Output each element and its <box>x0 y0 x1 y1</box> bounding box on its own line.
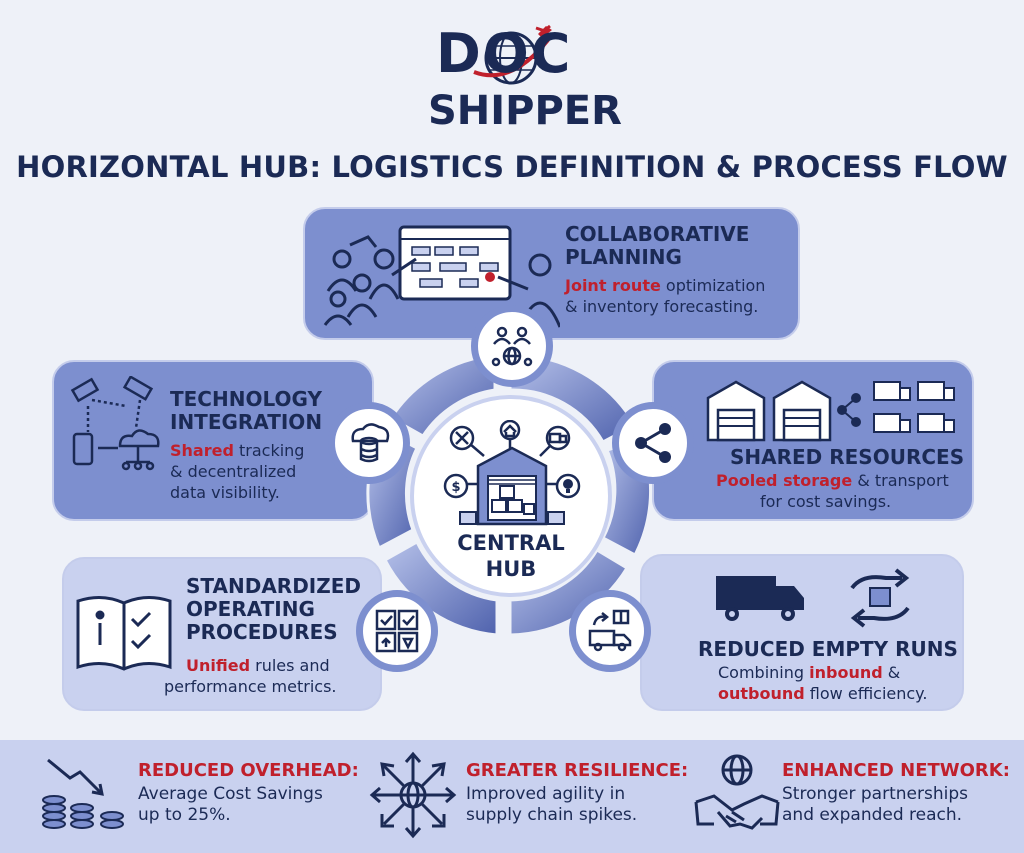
procedure-book-icon <box>76 596 172 671</box>
checklist-grid-icon <box>375 609 419 653</box>
warehouses-trucks-icon <box>706 380 955 442</box>
empty-runs-amp: & <box>882 663 901 682</box>
cloud-database-icon <box>351 423 390 463</box>
shared-title: SHARED RESOURCES <box>730 445 965 469</box>
resilience-arrows-globe-icon <box>369 751 457 839</box>
sop-title-line2: OPERATING <box>186 597 315 621</box>
logo-shipper-text: SHIPPER <box>428 88 622 134</box>
hub-label-line1: CENTRAL <box>457 531 565 555</box>
stat-network-line2: and expanded reach. <box>782 805 963 825</box>
stat-network-title: ENHANCED NETWORK: <box>782 760 1010 781</box>
tech-text-highlight: Shared <box>170 441 234 460</box>
globe-plane-icon <box>473 24 552 85</box>
stat-overhead-line1: Average Cost Savings <box>138 784 323 804</box>
tech-text-rest: tracking <box>233 441 305 460</box>
svg-text:$: $ <box>451 480 460 495</box>
shared-text-line2: for cost savings. <box>760 492 892 511</box>
handshake-globe-icon <box>694 754 780 830</box>
collab-title-line2: PLANNING <box>565 245 682 269</box>
collab-title-line1: COLLABORATIVE <box>565 222 750 246</box>
satellite-network-icon <box>70 376 160 471</box>
shared-text-highlight: Pooled storage <box>716 471 853 490</box>
sop-text-highlight: Unified <box>186 656 251 675</box>
empty-runs-inbound: inbound <box>809 663 883 682</box>
stat-overhead-title: REDUCED OVERHEAD: <box>138 760 359 781</box>
sop-title-line1: STANDARDIZED <box>186 574 361 598</box>
share-nodes-icon <box>635 423 671 463</box>
collab-text-line2: & inventory forecasting. <box>565 297 759 316</box>
stat-network-line1: Stronger partnerships <box>782 784 968 804</box>
badge-procedures <box>356 590 438 672</box>
benefits-band <box>0 740 1024 853</box>
cost-coins-down-icon <box>42 758 124 829</box>
panel-shared-resources: SHARED RESOURCES Pooled storage & transp… <box>652 360 974 521</box>
empty-runs-title: REDUCED EMPTY RUNS <box>698 637 958 661</box>
badge-empty-runs <box>569 590 651 672</box>
sop-title-line3: PROCEDURES <box>186 620 338 644</box>
sop-text-rest: rules and <box>250 656 330 675</box>
page-title: HORIZONTAL HUB: LOGISTICS DEFINITION & P… <box>16 150 1008 184</box>
panel-collaborative-planning: COLLABORATIVE PLANNING Joint route optim… <box>303 207 800 340</box>
truck-exchange-icon <box>716 568 910 628</box>
team-planning-board-icon <box>323 225 560 328</box>
tech-text-line2: & decentralized <box>170 462 297 481</box>
sop-text-line2: performance metrics. <box>164 677 337 696</box>
empty-runs-outbound: outbound <box>718 684 805 703</box>
central-hub-label: CENTRAL HUB <box>410 530 612 582</box>
tech-title-line2: INTEGRATION <box>170 410 323 434</box>
logo-doc-text: DOC <box>436 22 573 85</box>
badge-shared <box>612 402 694 484</box>
stat-resilience-title: GREATER RESILIENCE: <box>466 760 689 781</box>
empty-runs-text-end: flow efficiency. <box>804 684 928 703</box>
docshipper-logo: DOC SHIPPER <box>420 4 622 140</box>
badge-collaboration <box>471 305 553 387</box>
stat-overhead-line2: up to 25%. <box>138 805 231 825</box>
tech-title-line1: TECHNOLOGY <box>170 387 322 411</box>
panel-reduced-empty-runs: REDUCED EMPTY RUNS Combining inbound & o… <box>640 554 964 711</box>
empty-runs-text-start: Combining <box>718 663 810 682</box>
people-globe-icon <box>491 326 533 367</box>
stat-resilience-line1: Improved agility in <box>466 784 626 804</box>
tech-text-line3: data visibility. <box>170 483 280 502</box>
central-warehouse-icon: $ <box>443 420 581 526</box>
collab-text-rest: optimization <box>660 276 766 295</box>
truck-box-icon <box>588 609 632 652</box>
shared-text-rest: & transport <box>852 471 949 490</box>
collab-text-highlight: Joint route <box>565 276 661 295</box>
hub-label-line2: HUB <box>485 557 537 581</box>
badge-technology <box>328 402 410 484</box>
panel-standardized-procedures: STANDARDIZED OPERATING PROCEDURES Unifie… <box>62 557 382 711</box>
stat-resilience-line2: supply chain spikes. <box>466 805 638 825</box>
panel-technology-integration: TECHNOLOGY INTEGRATION Shared tracking &… <box>52 360 374 521</box>
